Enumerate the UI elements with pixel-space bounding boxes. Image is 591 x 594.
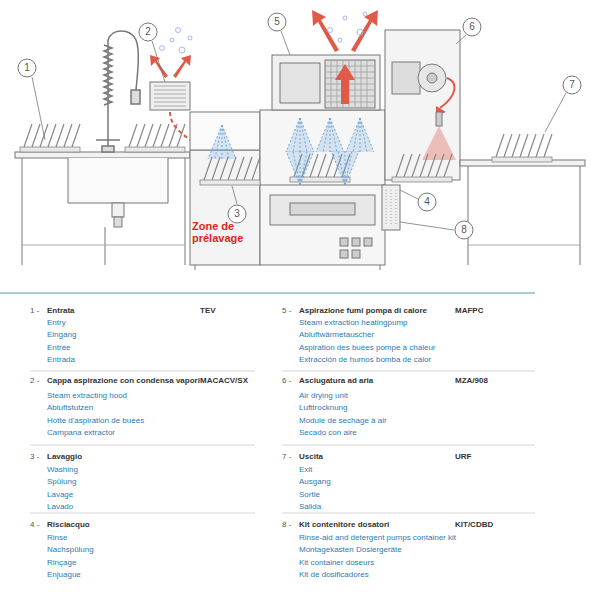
callout-number: 7	[562, 75, 582, 95]
item-translation: Steam extraction heatingpump	[299, 318, 408, 328]
item-code: MAFPC	[455, 306, 483, 316]
callout-text: 7	[562, 75, 582, 95]
item-name: Uscita	[299, 452, 323, 462]
item-translation: Rinse-aid and detergent pumps container …	[299, 533, 456, 543]
entry-table	[15, 152, 190, 265]
callout-circle	[18, 59, 36, 77]
item-translation: Salida	[299, 502, 321, 512]
item-translation: Entrada	[47, 355, 75, 365]
item-number: 6 -	[282, 376, 291, 386]
steam-hood	[150, 28, 192, 141]
item-code: MACACV/SX	[200, 376, 248, 386]
item-translation: Abluftwärmetauscher	[299, 330, 374, 340]
callout-number: 2	[138, 22, 158, 42]
air-drying-module	[385, 30, 460, 180]
heat-pump-module	[272, 10, 380, 110]
callout-number: 5	[267, 12, 287, 32]
exit-table	[460, 160, 585, 265]
item-number: 8 -	[282, 520, 291, 530]
spray	[346, 118, 374, 152]
callout-circle	[455, 221, 473, 239]
item-number: 4 -	[30, 520, 39, 530]
item-code: MZA/908	[455, 376, 488, 386]
callout-circle	[139, 23, 157, 41]
callout-circle	[563, 76, 581, 94]
rack	[20, 124, 80, 152]
item-name: Entrata	[47, 306, 75, 316]
item-translation: Hotte d'aspiration de buées	[47, 416, 144, 426]
item-translation: Kit de dosificadores	[299, 570, 369, 580]
callout-text: 5	[267, 12, 287, 32]
callout-text: 6	[462, 17, 482, 37]
spray	[208, 125, 236, 159]
item-translation: Extracción de humos bomba de calor	[299, 355, 431, 365]
item-name: Asciugatura ad aria	[299, 376, 373, 386]
item-translation: Entry	[47, 318, 66, 328]
item-code: KIT/CDBD	[455, 520, 493, 530]
callout-circle	[418, 193, 436, 211]
item-translation: Lavado	[47, 502, 73, 512]
callout-text: 8	[454, 220, 474, 240]
item-number: 2 -	[30, 376, 39, 386]
rack	[492, 134, 552, 162]
spray	[286, 151, 314, 185]
callout-number: 4	[417, 192, 437, 212]
item-translation: Exit	[299, 465, 312, 475]
item-translation: Nachspülung	[47, 545, 94, 555]
item-translation: Entrée	[47, 343, 71, 353]
item-translation: Eingang	[47, 330, 76, 340]
item-translation: Ausgang	[299, 477, 331, 487]
item-translation: Aspiration des buées pompe à chaleur	[299, 343, 436, 353]
item-name: Lavaggio	[47, 452, 82, 462]
table-rules	[0, 293, 535, 513]
callout-number: 8	[454, 220, 474, 240]
item-number: 5 -	[282, 306, 291, 316]
item-translation: Washing	[47, 465, 78, 475]
item-number: 3 -	[30, 452, 39, 462]
item-translation: Air drying unit	[299, 391, 348, 401]
item-number: 7 -	[282, 452, 291, 462]
zone-label: Zone de prélavage	[192, 220, 254, 244]
item-translation: Montagekasten Dosiergeräte	[299, 545, 402, 555]
callout-circle	[268, 13, 286, 31]
item-translation: Rinçage	[47, 558, 76, 568]
item-translation: Lufttrocknung	[299, 403, 347, 413]
spray	[331, 151, 359, 185]
item-translation: Kit container doseurs	[299, 558, 374, 568]
callout-text: 4	[417, 192, 437, 212]
callout-number: 1	[17, 58, 37, 78]
dosing-box	[382, 185, 400, 230]
item-translation: Abluftstutzen	[47, 403, 93, 413]
pre-rinse-faucet	[96, 31, 140, 152]
item-translation: Secado con aire	[299, 428, 357, 438]
callout-text: 1	[17, 58, 37, 78]
item-name: Cappa aspirazione con condensa vapori	[47, 376, 200, 386]
item-translation: Rinse	[47, 533, 67, 543]
item-name: Risciacquo	[47, 520, 90, 530]
item-code: URF	[455, 452, 471, 462]
rack	[200, 157, 260, 185]
callout-text: 2	[138, 22, 158, 42]
item-translation: Lavage	[47, 490, 73, 500]
machine-body	[190, 110, 385, 270]
spray	[286, 118, 314, 152]
leader-lines	[32, 31, 566, 230]
item-name: Aspirazione fumi pompa di calore	[299, 306, 427, 316]
item-code: TEV	[200, 306, 216, 316]
callout-circle	[463, 18, 481, 36]
callout-number: 6	[462, 17, 482, 37]
item-number: 1 -	[30, 306, 39, 316]
item-translation: Enjuague	[47, 570, 81, 580]
rack	[392, 154, 452, 182]
item-translation: Sortie	[299, 490, 320, 500]
item-translation: Campana extractor	[47, 428, 115, 438]
item-translation: Spülung	[47, 477, 76, 487]
item-translation: Module de sechage à air	[299, 416, 387, 426]
item-name: Kit contenitore dosatori	[299, 520, 389, 530]
item-translation: Steam extracting hood	[47, 391, 127, 401]
spray	[316, 118, 344, 152]
